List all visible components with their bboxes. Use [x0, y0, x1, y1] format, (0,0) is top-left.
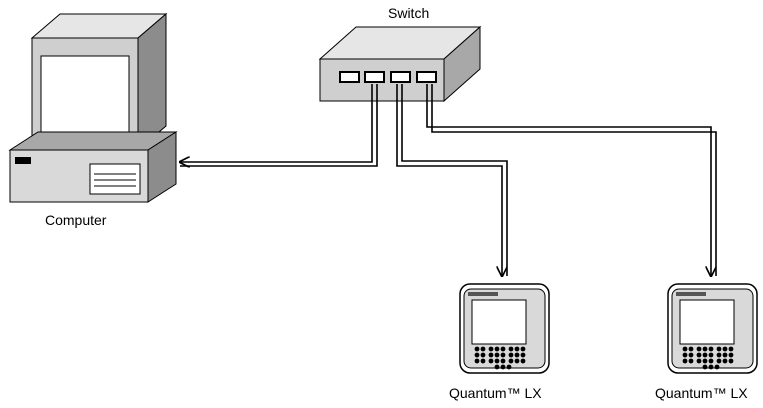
- device-right-label: Quantum™ LX: [655, 385, 748, 401]
- quantum-lx-device-left: [459, 283, 550, 374]
- computer-label: Computer: [45, 212, 107, 228]
- device-screen: [471, 299, 527, 345]
- switch-port-2: [364, 71, 385, 83]
- connection-switch-computer: [180, 84, 378, 166]
- switch-icon: [318, 25, 482, 103]
- quantum-lx-device-right: [667, 283, 758, 374]
- device-keypad: [474, 346, 526, 370]
- drive-slot: [15, 157, 31, 164]
- connection-switch-device-left: [396, 84, 508, 276]
- device-left-label: Quantum™ LX: [449, 385, 542, 401]
- switch-label: Switch: [388, 5, 430, 21]
- device-brand-mark: [468, 292, 498, 296]
- switch-port-1: [339, 71, 360, 83]
- case-top: [8, 131, 178, 151]
- monitor-screen: [40, 55, 130, 136]
- device-brand-mark: [676, 292, 706, 296]
- switch-port-4: [416, 71, 437, 83]
- drive-bay: [89, 163, 141, 195]
- computer-icon: [8, 12, 178, 203]
- connection-switch-device-right: [426, 84, 717, 276]
- monitor-side: [137, 12, 167, 152]
- device-keypad: [682, 346, 734, 370]
- device-screen: [679, 299, 735, 345]
- switch-port-3: [390, 71, 411, 83]
